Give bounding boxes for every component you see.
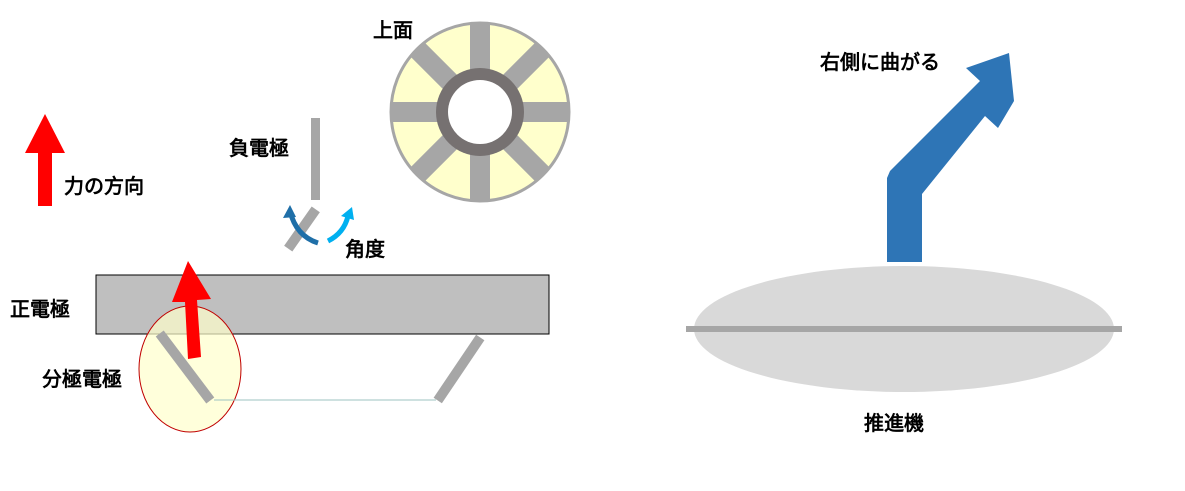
polarizing-electrode-label: 分極電極: [42, 367, 122, 391]
top-view-label: 上面: [373, 18, 413, 42]
force-direction-label: 力の方向: [64, 174, 144, 198]
force-direction-arrow: [25, 114, 65, 206]
angle-arrows: [283, 205, 354, 246]
top-view-diagram: [389, 21, 571, 203]
negative-electrode-tilted: [284, 206, 320, 252]
ring-hole: [448, 80, 512, 144]
negative-electrode-label: 負電極: [229, 136, 289, 160]
electrode-force-arrow: [172, 261, 211, 359]
curve-right-arrow: [887, 53, 1014, 262]
angle-label: 角度: [345, 237, 385, 261]
negative-electrode-bar: [311, 118, 320, 200]
positive-electrode-label: 正電極: [10, 297, 70, 321]
polarizing-electrode-right: [433, 334, 485, 404]
thruster-label: 推進機: [864, 411, 924, 435]
polarizing-electrode-left: [155, 330, 215, 404]
curve-right-label: 右側に曲がる: [820, 50, 940, 74]
